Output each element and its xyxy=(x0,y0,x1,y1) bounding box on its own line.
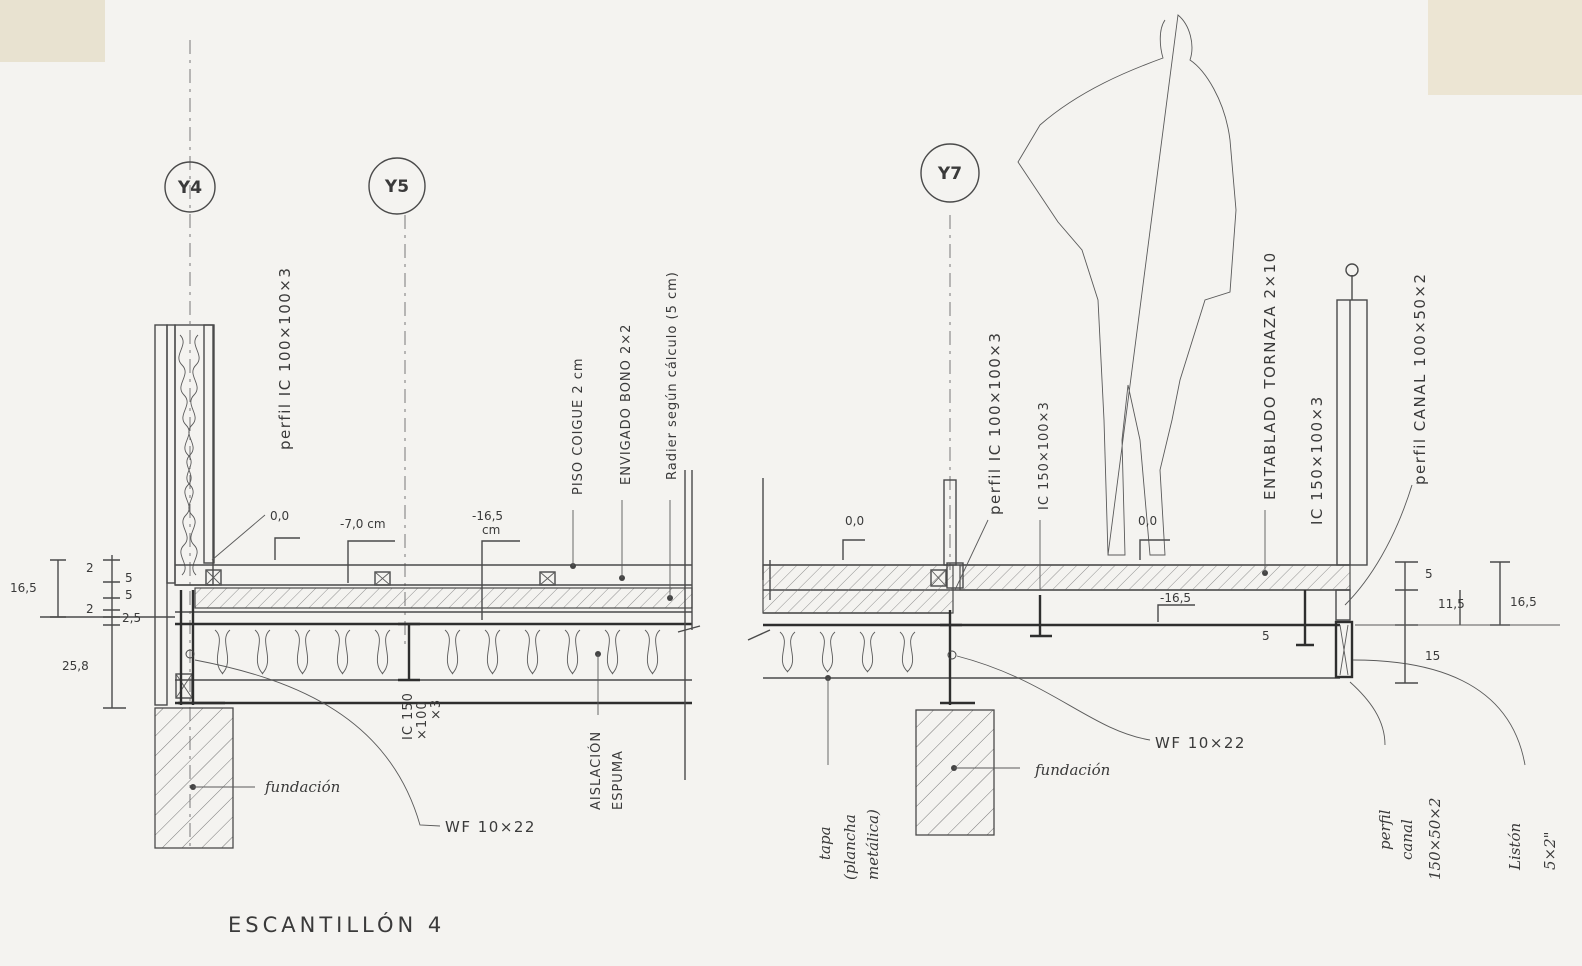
label-tapa-a: tapa xyxy=(816,826,834,860)
label-canal-a: perfil xyxy=(1376,809,1394,850)
label-ic150-a: IC 150 xyxy=(401,692,416,740)
level-0-right-a: 0,0 xyxy=(845,514,864,528)
label-envigado: ENVIGADO BONO 2×2 xyxy=(619,324,634,485)
label-aislacion-a: AISLACIÓN xyxy=(588,731,604,810)
axis-bubble-y7: Y7 xyxy=(920,143,980,203)
level-minus-16-right: -16,5 xyxy=(1160,591,1191,605)
dim-25-8: 25,8 xyxy=(62,659,89,673)
level-0-left: 0,0 xyxy=(270,509,289,523)
dim-2-b: 2 xyxy=(86,602,94,616)
dim-5-b: 5 xyxy=(125,588,133,602)
dim-16-5-left: 16,5 xyxy=(10,581,37,595)
human-figure xyxy=(1017,14,1237,556)
axis-bubble-y5: Y5 xyxy=(368,157,426,215)
label-liston-b: 5×2" xyxy=(1541,831,1559,870)
dim-5-a: 5 xyxy=(125,571,133,585)
label-aislacion-b: ESPUMA xyxy=(611,750,626,810)
dim-11-5-right: 11,5 xyxy=(1438,597,1465,611)
label-fundacion-left: fundación xyxy=(264,778,340,796)
dim-16-5-right: 16,5 xyxy=(1510,595,1537,609)
label-liston-a: Listón xyxy=(1506,823,1524,871)
axis-label-y5: Y5 xyxy=(384,177,409,197)
label-piso-coigue: PISO COIGUE 2 cm xyxy=(571,357,586,495)
label-perfil-canal-right: perfil CANAL 100×50×2 xyxy=(1411,272,1429,485)
dim-2-a: 2 xyxy=(86,561,94,575)
dim-2-5: 2,5 xyxy=(122,611,141,625)
axis-bubble-y4: Y4 xyxy=(164,161,216,213)
label-entablado: ENTABLADO TORNAZA 2×10 xyxy=(1261,251,1279,500)
level-minus-7: -7,0 cm xyxy=(340,517,386,531)
drawing-title: ESCANTILLÓN 4 xyxy=(228,912,445,937)
left-section: 0,0 -7,0 cm -16,5 cm perfil IC 100×100×3… xyxy=(10,267,701,849)
dim-15-right: 15 xyxy=(1425,649,1440,663)
right-section: 0,0 0,0 -16,5 perfil IC 100×100×3 IC 150… xyxy=(747,251,1560,880)
label-ic150-right-b: IC 150×100×3 xyxy=(1308,395,1326,525)
label-tapa-b: (plancha xyxy=(841,814,859,880)
label-wf-right: WF 10×22 xyxy=(1155,734,1246,752)
label-ic150-right: IC 150×100×3 xyxy=(1037,401,1052,510)
label-perfil-ic-right: perfil IC 100×100×3 xyxy=(986,332,1004,515)
label-tapa-c: metálica) xyxy=(864,809,882,880)
dim-5-right: 5 xyxy=(1425,567,1433,581)
axis-label-y4: Y4 xyxy=(177,178,202,198)
label-ic150-b: ×100 xyxy=(415,700,430,740)
label-radier: Radier según cálculo (5 cm) xyxy=(665,271,680,480)
paper-corner-right xyxy=(1428,0,1582,95)
label-wf-left: WF 10×22 xyxy=(445,818,536,836)
label-ic150-c: ×3 xyxy=(429,699,444,720)
level-minus-16-b: cm xyxy=(482,523,500,537)
label-perfil-ic-left: perfil IC 100×100×3 xyxy=(276,267,294,450)
level-0-right-b: 0,0 xyxy=(1138,514,1157,528)
axis-lines xyxy=(189,40,951,850)
label-canal-c: 150×50×2 xyxy=(1426,798,1444,880)
label-canal-b: canal xyxy=(1398,819,1416,860)
label-fundacion-right: fundación xyxy=(1034,761,1110,779)
paper-corner-left xyxy=(0,0,105,62)
level-minus-16-a: -16,5 xyxy=(472,509,503,523)
axis-label-y7: Y7 xyxy=(937,164,962,184)
dim-5-right-b: 5 xyxy=(1262,629,1270,643)
